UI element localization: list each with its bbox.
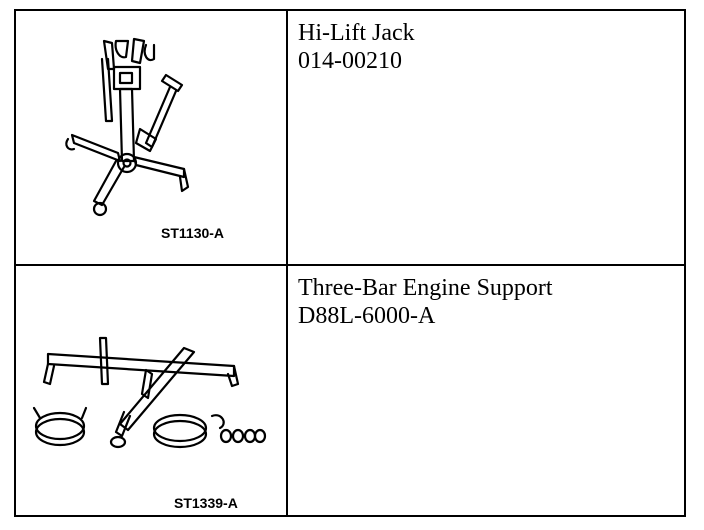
image-code-label: ST1339-A (174, 495, 238, 511)
hi-lift-jack-image-cell: ST1130-A (16, 11, 286, 264)
engine-support-image-cell: ST1339-A (16, 266, 286, 515)
image-code-label: ST1130-A (161, 225, 225, 241)
tool-table: ST1130-A Hi-Lift Jack 014-00210 (14, 9, 686, 517)
column-divider (286, 11, 288, 515)
part-number: D88L-6000-A (298, 303, 436, 329)
part-number: 014-00210 (298, 48, 402, 74)
hi-lift-jack-illustration (65, 37, 190, 217)
tool-name: Three-Bar Engine Support (298, 275, 553, 301)
engine-support-text-cell: Three-Bar Engine Support D88L-6000-A (288, 266, 684, 515)
hi-lift-jack-text-cell: Hi-Lift Jack 014-00210 (288, 11, 684, 264)
engine-support-illustration (32, 336, 267, 449)
row-divider (16, 264, 684, 266)
tool-name: Hi-Lift Jack (298, 20, 415, 46)
